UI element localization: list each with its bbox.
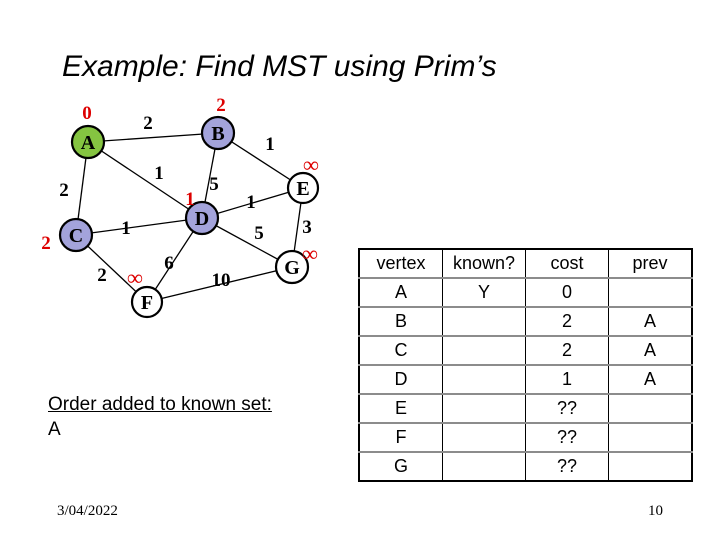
edge-A-D <box>87 141 203 219</box>
table-cell: ?? <box>525 422 609 452</box>
known-set: Order added to known set: A <box>48 394 272 441</box>
vertex-C <box>58 217 94 253</box>
vertex-cost-B: 2 <box>216 95 226 116</box>
vertex-cost-A: 0 <box>82 103 92 124</box>
table-cell: A <box>608 364 692 394</box>
edge-weight-A-C: 2 <box>59 180 69 201</box>
edge-weight-F-G: 10 <box>212 270 231 291</box>
vertex-label-G: G <box>284 257 300 279</box>
edge-weight-D-E: 1 <box>246 192 256 213</box>
table-header-cell: cost <box>525 249 609 278</box>
edge-weight-C-F: 2 <box>97 265 107 286</box>
page-number: 10 <box>648 503 663 519</box>
table-cell <box>442 422 526 452</box>
table-cell: A <box>359 277 443 307</box>
edge-D-E <box>201 187 304 219</box>
table-cell: A <box>608 335 692 365</box>
edge-C-D <box>75 217 203 236</box>
table-row: E?? <box>359 393 692 423</box>
table-cell <box>608 422 692 452</box>
vertex-label-E: E <box>296 178 309 200</box>
table-cell: ?? <box>525 451 609 481</box>
edge-weight-B-E: 1 <box>265 134 275 155</box>
table-cell <box>608 393 692 423</box>
edge-weight-E-G: 3 <box>302 217 312 238</box>
page-title: Example: Find MST using Prim’s <box>62 50 497 83</box>
vertex-G <box>274 249 310 285</box>
table-cell: F <box>359 422 443 452</box>
vertex-label-C: C <box>69 225 83 247</box>
vertex-cost-D: 1 <box>185 189 195 210</box>
table-row: G?? <box>359 451 692 481</box>
edge-weight-D-G: 5 <box>254 223 264 244</box>
table-cell: 2 <box>525 335 609 365</box>
table-cell: 1 <box>525 364 609 394</box>
footer-date: 3/04/2022 <box>57 503 118 519</box>
table-cell: 2 <box>525 306 609 336</box>
table-header-cell: known? <box>442 249 526 278</box>
vertex-F <box>130 285 164 319</box>
edge-weight-B-D: 5 <box>209 174 219 195</box>
vertex-A <box>70 124 106 160</box>
vertex-label-B: B <box>211 123 224 145</box>
vertex-cost-E: ∞ <box>303 152 319 177</box>
edge-weight-A-D: 1 <box>154 163 164 184</box>
table-cell <box>608 451 692 481</box>
table-cell: A <box>608 306 692 336</box>
table-cell <box>442 306 526 336</box>
table-header-cell: prev <box>608 249 692 278</box>
table-row: F?? <box>359 422 692 452</box>
vertex-cost-F: ∞ <box>127 265 143 290</box>
vertex-label-A: A <box>81 132 96 154</box>
table-cell: Y <box>442 277 526 307</box>
table-cell <box>442 451 526 481</box>
table-cell: ?? <box>525 393 609 423</box>
table-cell: D <box>359 364 443 394</box>
vertex-cost-C: 2 <box>41 233 51 254</box>
vertex-label-F: F <box>141 292 153 314</box>
table-cell: B <box>359 306 443 336</box>
edge-weight-C-D: 1 <box>121 218 131 239</box>
edge-A-B <box>87 132 219 143</box>
table-cell <box>442 364 526 394</box>
edge-F-G <box>146 266 293 303</box>
table-cell: 0 <box>525 277 609 307</box>
table-cell <box>608 277 692 307</box>
vertex-E <box>286 171 320 205</box>
known-set-value: A <box>48 419 61 440</box>
vertex-B <box>200 115 236 151</box>
vertex-cost-G: ∞ <box>302 241 318 266</box>
edge-weight-A-B: 2 <box>143 113 153 134</box>
table-header-cell: vertex <box>376 253 426 273</box>
table-cell: G <box>359 451 443 481</box>
table-cell <box>442 335 526 365</box>
table-cell <box>442 393 526 423</box>
table-cell: E <box>359 393 443 423</box>
known-set-label: Order added to known set: <box>48 394 272 415</box>
table-cell: C <box>359 335 443 365</box>
vertex-D <box>184 200 220 236</box>
edge-weight-D-F: 6 <box>164 253 174 274</box>
vertex-label-D: D <box>195 208 209 230</box>
